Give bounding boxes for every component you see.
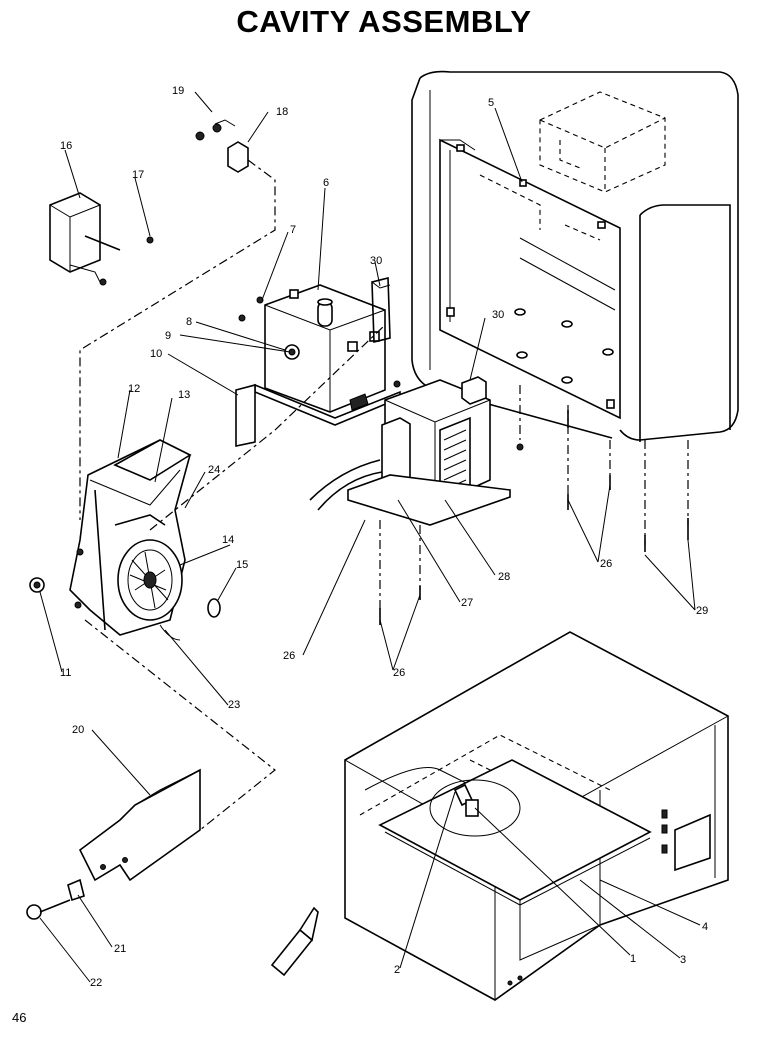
callout-26c: 26 xyxy=(600,558,612,570)
callout-20: 20 xyxy=(72,724,84,736)
callout-30a: 30 xyxy=(370,255,382,267)
callout-24: 24 xyxy=(208,464,220,476)
blower-housing xyxy=(69,439,192,641)
callout-6: 6 xyxy=(323,177,329,189)
fan-motor xyxy=(49,192,154,286)
callout-26a: 26 xyxy=(283,650,295,662)
callout-12: 12 xyxy=(128,383,140,395)
leader-lines xyxy=(39,91,701,983)
callout-22: 22 xyxy=(90,977,102,989)
callout-4: 4 xyxy=(702,921,708,933)
callout-27: 27 xyxy=(461,597,473,609)
diagram-title: CAVITY ASSEMBLY xyxy=(236,4,532,39)
magnetron xyxy=(235,276,401,447)
callout-11: 11 xyxy=(60,667,71,679)
callout-2: 2 xyxy=(394,964,400,976)
callout-1: 1 xyxy=(630,953,636,965)
callout-8: 8 xyxy=(186,316,192,328)
callout-14: 14 xyxy=(222,534,234,546)
callout-18: 18 xyxy=(276,106,288,118)
callout-5: 5 xyxy=(488,97,494,109)
callout-13: 13 xyxy=(178,389,190,401)
callout-26b: 26 xyxy=(393,667,405,679)
callout-21: 21 xyxy=(114,943,126,955)
callout-29: 29 xyxy=(696,605,708,617)
hv-transformer xyxy=(309,376,511,526)
mounting-screws xyxy=(379,308,689,625)
callout-7: 7 xyxy=(290,224,296,236)
callout-15: 15 xyxy=(236,559,248,571)
callout-17: 17 xyxy=(132,169,144,181)
outer-case xyxy=(344,631,729,1001)
callout-3: 3 xyxy=(680,954,686,966)
thermal-protector xyxy=(79,119,276,520)
grease-tube xyxy=(270,906,319,977)
page-number: 46 xyxy=(12,1010,27,1025)
callout-28: 28 xyxy=(498,571,510,583)
callout-10: 10 xyxy=(150,348,162,360)
callout-30b: 30 xyxy=(492,309,504,321)
blower-hardware xyxy=(29,577,221,618)
air-guide xyxy=(26,768,201,920)
callout-9: 9 xyxy=(165,330,171,342)
callout-19: 19 xyxy=(172,85,184,97)
callout-16: 16 xyxy=(60,140,72,152)
cavity-cabinet xyxy=(411,70,739,442)
callout-23: 23 xyxy=(228,699,240,711)
callouts: 19 18 16 17 6 7 30 8 9 10 12 13 24 14 15… xyxy=(60,85,708,989)
